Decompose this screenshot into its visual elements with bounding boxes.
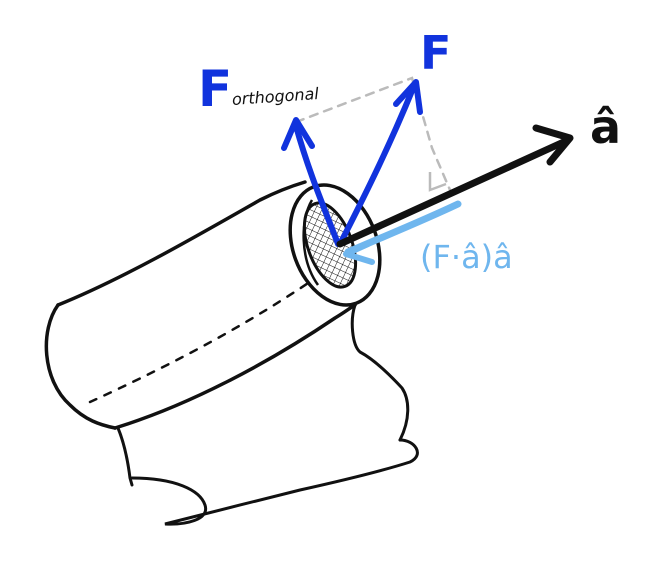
dashed-guide xyxy=(294,76,452,192)
orthogonal-label-main: F xyxy=(198,60,233,118)
orthogonal-arrow-head xyxy=(281,117,315,151)
sheet-right-edge xyxy=(350,303,410,442)
force-arrow-head xyxy=(393,79,423,115)
right-angle-marker xyxy=(428,172,447,192)
projection-label: (F·â)â xyxy=(420,238,513,276)
cylinder-left-end xyxy=(44,303,117,430)
cylinder-hidden-edge xyxy=(88,273,322,404)
axis-arrow-shaft xyxy=(336,136,572,248)
force-arrow-shaft xyxy=(337,83,417,247)
cylinder-end-inner-rim xyxy=(302,199,320,286)
force-label: F xyxy=(420,26,452,80)
sheet-bottom-edge xyxy=(130,438,419,526)
sheet-edge-left xyxy=(116,426,134,487)
orthogonal-arrow-shaft xyxy=(293,123,341,247)
axis-arrow-head xyxy=(532,124,574,166)
cylinder-bottom-edge xyxy=(113,303,357,430)
cylinder-top-edge xyxy=(56,180,307,307)
axis-unit-label: â xyxy=(590,100,622,154)
projection-arrow-head xyxy=(343,241,375,265)
